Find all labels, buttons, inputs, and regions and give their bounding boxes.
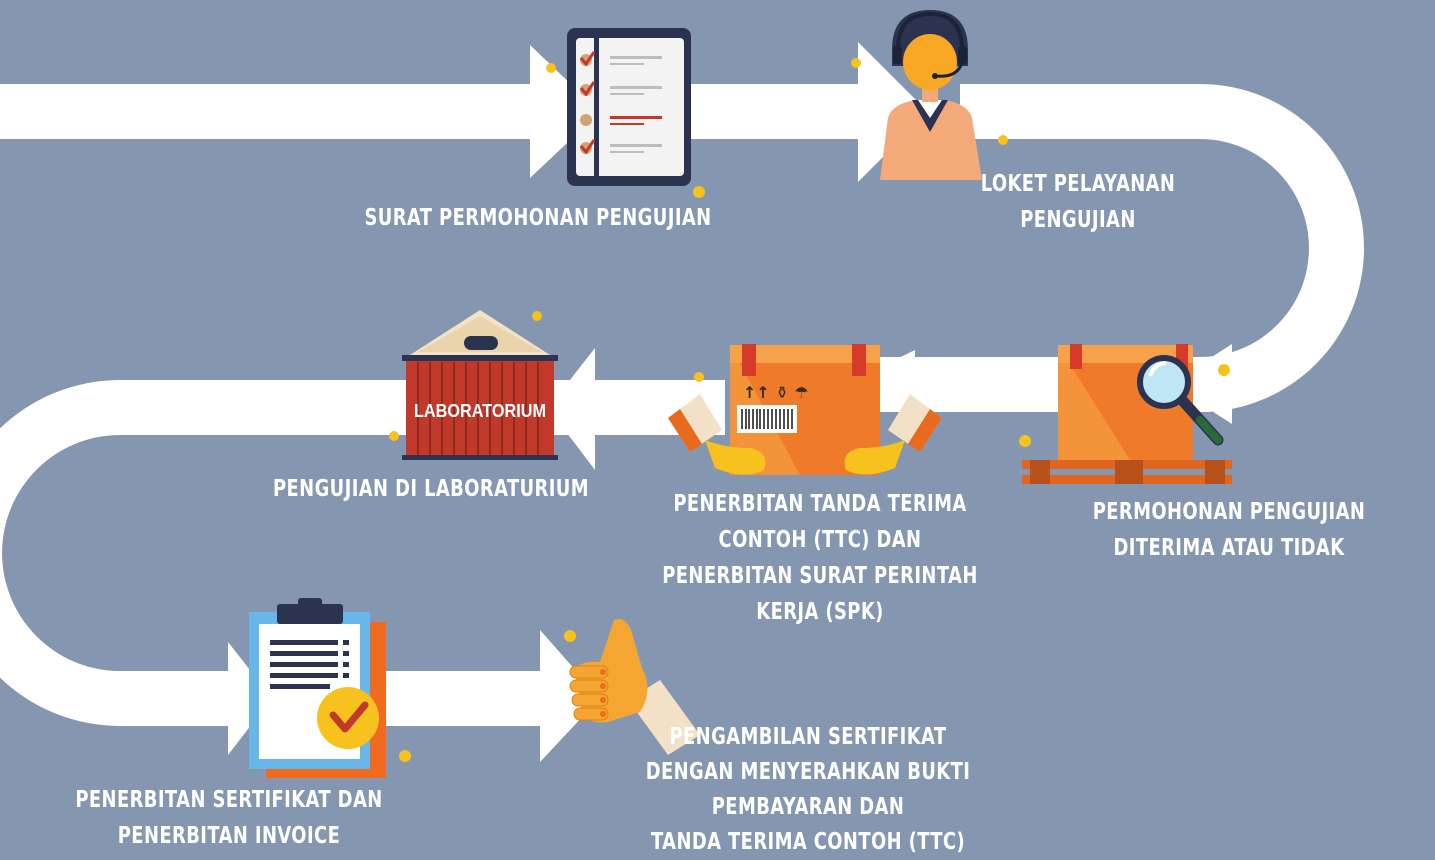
dot-2 bbox=[693, 186, 705, 198]
step-label-loket-pelayanan: LOKET PELAYANAN PENGUJIAN bbox=[953, 166, 1203, 238]
label-line: PENERBITAN TANDA TERIMA bbox=[673, 491, 967, 517]
label-line: PENERBITAN SURAT PERINTAH bbox=[662, 563, 978, 589]
label-line: PENGUJIAN bbox=[1020, 207, 1136, 233]
decorative-dots bbox=[389, 58, 1230, 762]
path-row2-d bbox=[120, 380, 410, 435]
dot-1 bbox=[546, 63, 556, 73]
dot-6 bbox=[389, 431, 399, 441]
step-label-penerbitan-ttc-spk: PENERBITAN TANDA TERIMA CONTOH (TTC) DAN… bbox=[648, 486, 991, 630]
box-magnifier-icon bbox=[1022, 344, 1232, 484]
dot-7 bbox=[694, 372, 704, 382]
lab-sign-text: LABORATORIUM bbox=[414, 401, 546, 421]
dot-5 bbox=[532, 311, 542, 321]
path-row1-c bbox=[960, 84, 1200, 139]
label-line: SURAT PERMOHONAN PENGUJIAN bbox=[364, 205, 712, 231]
dot-3 bbox=[851, 58, 861, 68]
label-line: PENERBITAN SERTIFIKAT DAN bbox=[75, 787, 383, 813]
path-bend-right bbox=[1200, 84, 1364, 412]
step-label-surat-permohonan: SURAT PERMOHONAN PENGUJIAN bbox=[351, 200, 725, 236]
customer-service-agent-icon bbox=[880, 10, 982, 180]
label-line: TANDA TERIMA CONTOH (TTC) bbox=[650, 829, 966, 855]
dot-4 bbox=[998, 135, 1008, 145]
dot-10 bbox=[564, 630, 576, 642]
dot-8 bbox=[1019, 435, 1031, 447]
path-bend-left bbox=[0, 380, 120, 726]
step-label-pengujian-lab: PENGUJIAN DI LABORATURIUM bbox=[259, 471, 602, 507]
path-row1-b bbox=[685, 84, 870, 139]
label-line: KERJA (SPK) bbox=[756, 599, 884, 625]
arrow-head-7 bbox=[540, 630, 600, 762]
laboratory-building-icon: LABORATORIUM bbox=[402, 310, 558, 460]
dot-9 bbox=[1218, 364, 1230, 376]
clipboard-certificate-icon bbox=[249, 598, 386, 778]
thumbs-up-icon bbox=[569, 618, 700, 755]
step-label-permohonan-diterima: PERMOHONAN PENGUJIAN DITERIMA ATAU TIDAK bbox=[1088, 494, 1370, 566]
label-line: DITERIMA ATAU TIDAK bbox=[1113, 535, 1345, 561]
path-row1-a bbox=[0, 84, 545, 139]
arrow-head-1 bbox=[530, 45, 600, 178]
label-line: PENGUJIAN DI LABORATURIUM bbox=[272, 476, 590, 502]
label-line: CONTOH (TTC) DAN bbox=[718, 527, 922, 553]
label-line: PENGAMBILAN SERTIFIKAT bbox=[669, 724, 947, 750]
arrow-head-3 bbox=[1170, 344, 1232, 424]
path-row3-b bbox=[380, 671, 560, 726]
checklist-document-icon bbox=[567, 28, 691, 186]
arrow-head-5 bbox=[548, 348, 595, 470]
step-label-penerbitan-sertifikat: PENERBITAN SERTIFIKAT DAN PENERBITAN INV… bbox=[65, 782, 393, 854]
path-row3-a bbox=[120, 671, 240, 726]
dot-11 bbox=[399, 750, 411, 762]
svg-text:↑↑ ⚱ ☂: ↑↑ ⚱ ☂ bbox=[743, 383, 809, 402]
label-line: LOKET PELAYANAN bbox=[980, 171, 1176, 197]
label-line: PERMOHONAN PENGUJIAN bbox=[1092, 499, 1366, 525]
box-handover-icon: ↑↑ ⚱ ☂ bbox=[668, 344, 942, 475]
label-line: PEMBAYARAN DAN bbox=[711, 794, 905, 820]
step-label-pengambilan-sertifikat: PENGAMBILAN SERTIFIKAT DENGAN MENYERAHKA… bbox=[629, 720, 988, 860]
label-line: PENERBITAN INVOICE bbox=[117, 823, 341, 849]
label-line: DENGAN MENYERAHKAN BUKTI bbox=[645, 759, 971, 785]
